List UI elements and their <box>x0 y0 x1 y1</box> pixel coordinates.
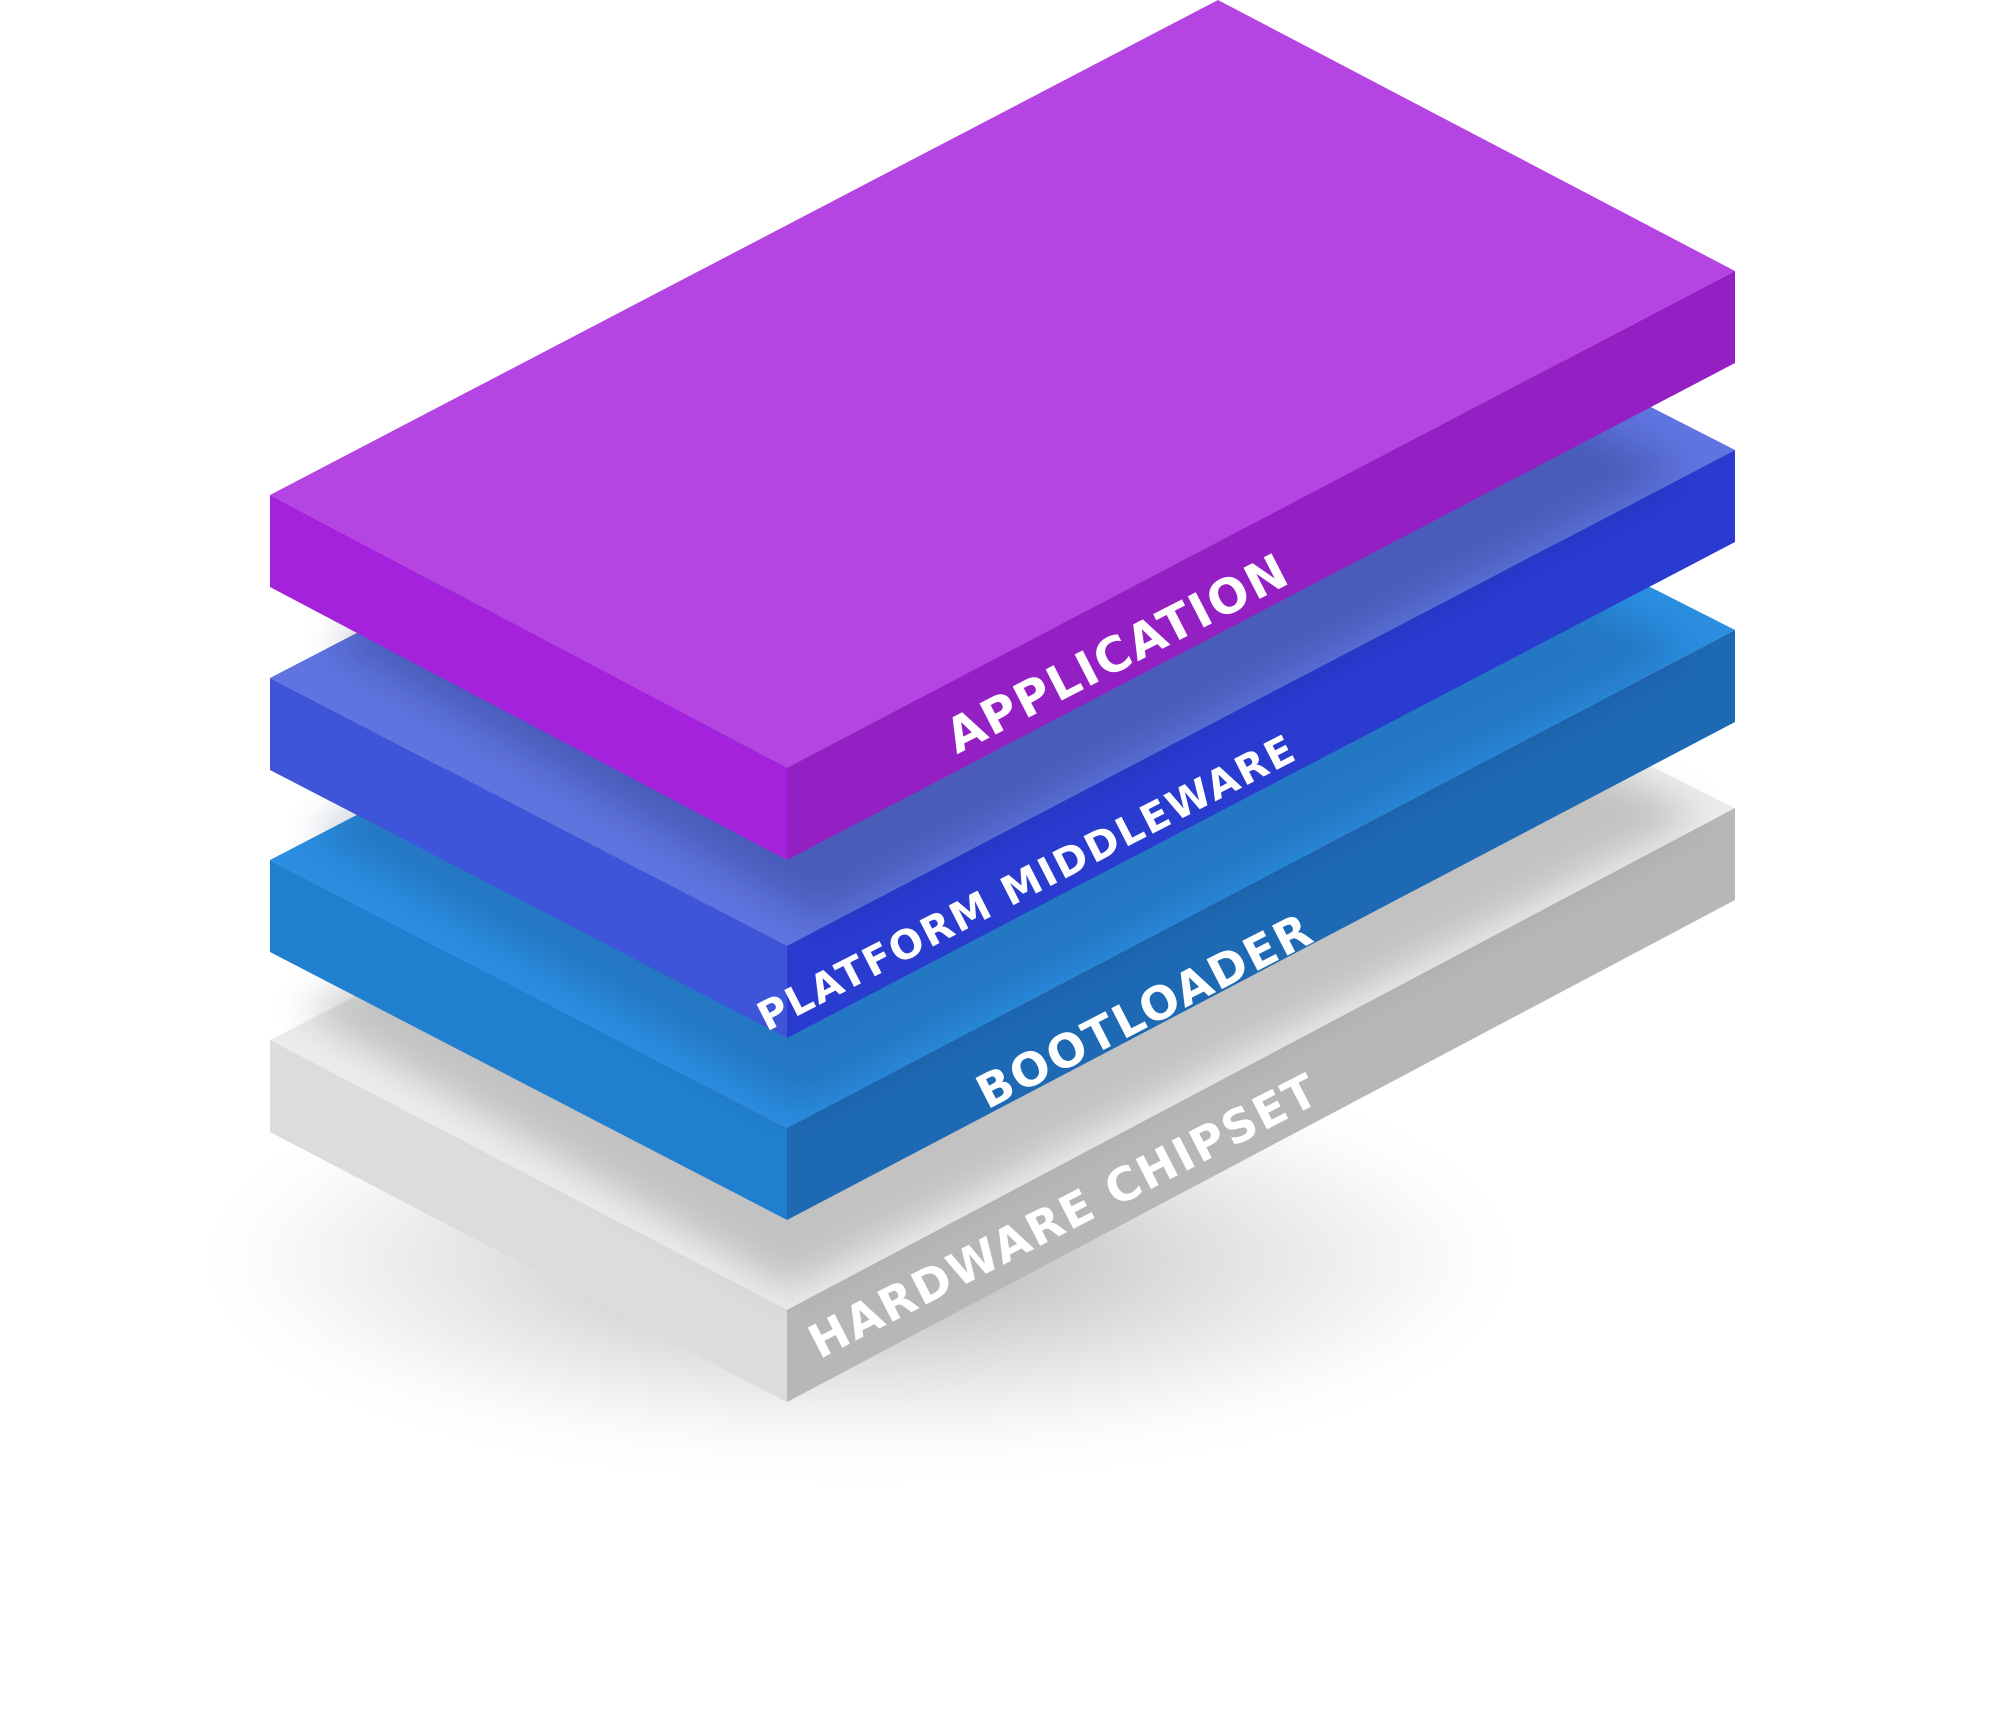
bootloader-right-face <box>787 630 1735 1220</box>
hardware-right-face <box>787 808 1735 1402</box>
application-left-face <box>270 495 787 860</box>
bootloader-left-face <box>270 860 787 1220</box>
application-right-face <box>787 271 1735 860</box>
hardware-left-face <box>270 1040 787 1402</box>
application-top-face <box>270 0 1735 768</box>
layer-application: APPLICATION <box>270 0 1735 860</box>
middleware-left-face <box>270 678 787 1038</box>
middleware-right-face <box>787 450 1735 1038</box>
